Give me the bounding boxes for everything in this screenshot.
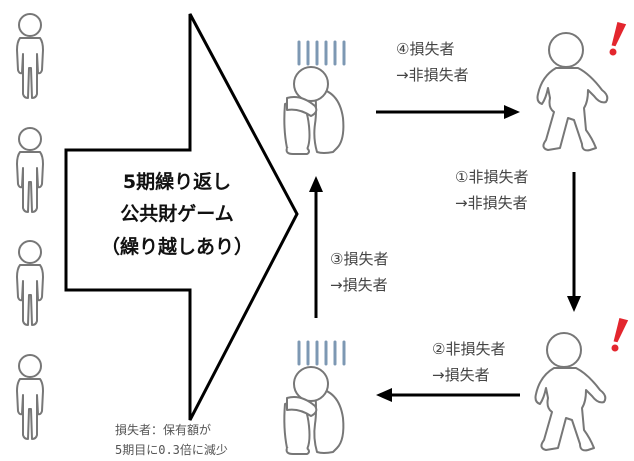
exclamation-icon bbox=[609, 22, 627, 56]
flow-label-1: ①非損失者 →非損失者 bbox=[455, 164, 528, 217]
arrow-loss-to-loss bbox=[309, 176, 323, 318]
loss-note-line2: 5期目に0.3倍に減少 bbox=[115, 443, 228, 458]
game-title: 5期繰り返し 公共財ゲーム （繰り越しあり） bbox=[82, 166, 272, 263]
standing-person-icon bbox=[16, 13, 44, 99]
surprised-person-icon bbox=[536, 32, 609, 152]
flow-label-2-line1: ②非損失者 bbox=[432, 340, 506, 358]
flow-label-3-line2: →損失者 bbox=[330, 276, 388, 295]
sad-sitting-person-icon bbox=[282, 340, 346, 456]
big-block-arrow bbox=[64, 13, 299, 421]
flow-label-4: ④損失者 →非損失者 bbox=[396, 36, 469, 89]
standing-person-icon bbox=[16, 240, 44, 326]
game-title-line1: 5期繰り返し bbox=[122, 171, 232, 193]
flow-label-3-line1: ③損失者 bbox=[330, 250, 389, 268]
game-title-line2: 公共財ゲーム bbox=[120, 203, 234, 226]
loss-note-line1: 損失者：保有額が bbox=[115, 423, 212, 437]
flow-label-2: ②非損失者 →損失者 bbox=[432, 336, 505, 389]
flow-label-2-line2: →損失者 bbox=[432, 366, 490, 385]
standing-person-icon bbox=[16, 354, 44, 440]
flow-label-4-line2: →非損失者 bbox=[396, 66, 469, 85]
loss-note: 損失者：保有額が 5期目に0.3倍に減少 bbox=[115, 420, 228, 461]
exclamation-icon bbox=[611, 318, 629, 352]
standing-person-icon bbox=[16, 127, 44, 213]
flow-label-1-line2: →非損失者 bbox=[455, 194, 528, 213]
surprised-person-icon bbox=[534, 332, 607, 452]
flow-label-3: ③損失者 →損失者 bbox=[330, 246, 388, 299]
game-title-line3: （繰り越しあり） bbox=[100, 235, 253, 258]
flow-label-1-line1: ①非損失者 bbox=[455, 168, 529, 186]
arrow-nonloss-to-nonloss bbox=[567, 172, 581, 312]
flow-label-4-line1: ④損失者 bbox=[396, 40, 455, 58]
arrow-nonloss-to-loss bbox=[376, 388, 520, 402]
sad-sitting-person-icon bbox=[282, 40, 346, 156]
arrow-loss-to-nonloss bbox=[376, 105, 520, 119]
